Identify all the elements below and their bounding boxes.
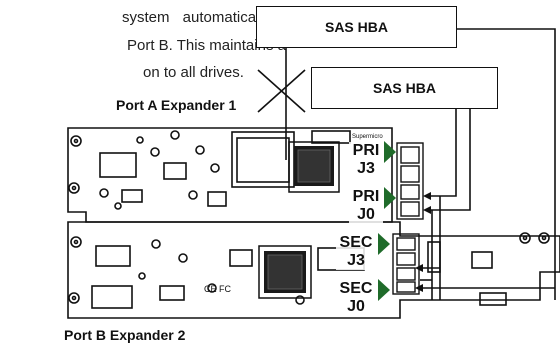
expander-board-2 bbox=[67, 221, 560, 319]
sas-connector-blocks bbox=[392, 142, 424, 295]
sas-hba-top-label: SAS HBA bbox=[324, 19, 388, 35]
port-b-label: Port B Expander 2 bbox=[64, 327, 186, 343]
sas-hba-second-label: SAS HBA bbox=[372, 80, 436, 96]
port-a-label: Port A Expander 1 bbox=[116, 97, 237, 113]
sec-j3-line2: J3 bbox=[347, 252, 365, 269]
connector-label-sec-j0: SEC J0 bbox=[336, 280, 376, 316]
pri-j3-line1: PRI bbox=[352, 142, 380, 159]
paragraph-line-2: Port B. This maintains a bbox=[127, 37, 286, 54]
brand-print: Supermicro bbox=[352, 134, 383, 140]
pri-j3-line2: J3 bbox=[357, 160, 375, 177]
ce-fc-marking: CE FC bbox=[204, 284, 232, 294]
expander-chip-2 bbox=[258, 245, 312, 299]
expander-board-1 bbox=[67, 127, 393, 223]
sas-hba-top: SAS HBA bbox=[256, 6, 457, 48]
connector-label-sec-j3: SEC J3 bbox=[336, 234, 376, 270]
paragraph-line-1: system automatically bbox=[122, 9, 271, 26]
connector-label-pri-j3: PRI J3 bbox=[349, 142, 383, 178]
cable-arrowheads bbox=[415, 192, 431, 292]
connector-pointer-arrows bbox=[378, 141, 396, 301]
sec-j0-line2: J0 bbox=[347, 298, 365, 315]
sas-cables bbox=[285, 28, 556, 300]
expander-chip-1 bbox=[288, 141, 340, 193]
disconnect-x-mark bbox=[257, 69, 306, 113]
connector-label-pri-j0: PRI J0 bbox=[349, 188, 383, 224]
sas-hba-second: SAS HBA bbox=[311, 67, 498, 109]
paragraph-line-3: on to all drives. bbox=[143, 64, 244, 81]
pri-j0-line2: J0 bbox=[357, 206, 375, 223]
sec-j0-line1: SEC bbox=[339, 280, 373, 297]
sec-j3-line1: SEC bbox=[339, 234, 373, 251]
pri-j0-line1: PRI bbox=[352, 188, 380, 205]
